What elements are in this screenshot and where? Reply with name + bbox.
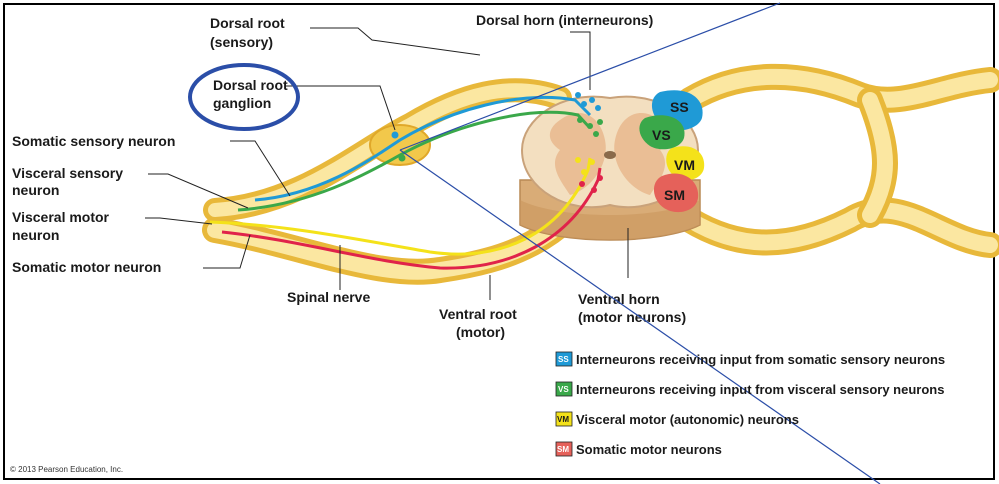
label-somatic-motor-neuron: Somatic motor neuron [12,259,161,275]
label-visceral-sensory-neuron: neuron [12,182,59,198]
label-ventral-horn: Ventral horn [578,291,660,307]
svg-text:VM: VM [557,415,569,424]
label-dorsal-root: Dorsal root [210,15,285,31]
copyright-text: © 2013 Pearson Education, Inc. [10,465,123,474]
svg-text:VS: VS [558,385,569,394]
label-ventral-root: Ventral root [439,306,517,322]
right-nerves [690,77,990,245]
legend-text-vs: Interneurons receiving input from viscer… [576,382,944,397]
central-canal [604,151,616,159]
svg-text:SM: SM [557,445,569,454]
legend-item-ss: SS Interneurons receiving input from som… [556,352,945,367]
zone-vs-label: VS [652,127,671,143]
legend-item-vs: VS Interneurons receiving input from vis… [556,382,944,397]
zone-vm-label: VM [674,157,695,173]
legend-text-ss: Interneurons receiving input from somati… [576,352,945,367]
label-dorsal-horn: Dorsal horn (interneurons) [476,12,653,28]
legend: SS Interneurons receiving input from som… [556,352,945,457]
label-visceral-motor: Visceral motor [12,209,110,225]
label-ganglion: ganglion [213,95,271,111]
label-dorsal-root-sensory: (sensory) [210,34,273,50]
label-somatic-sensory-neuron: Somatic sensory neuron [12,133,175,149]
legend-item-vm: VM Visceral motor (autonomic) neurons [556,412,799,427]
zone-sm-label: SM [664,187,685,203]
label-ventral-root-motor: (motor) [456,324,505,340]
label-dorsal-root-ganglion: Dorsal root [213,77,288,93]
zone-ss-label: SS [670,99,689,115]
svg-text:SS: SS [558,355,569,364]
label-visceral-sensory: Visceral sensory [12,165,123,181]
legend-text-sm: Somatic motor neurons [576,442,722,457]
label-visceral-motor-neuron: neuron [12,227,59,243]
legend-item-sm: SM Somatic motor neurons [556,442,722,457]
legend-text-vm: Visceral motor (autonomic) neurons [576,412,799,427]
label-spinal-nerve: Spinal nerve [287,289,370,305]
